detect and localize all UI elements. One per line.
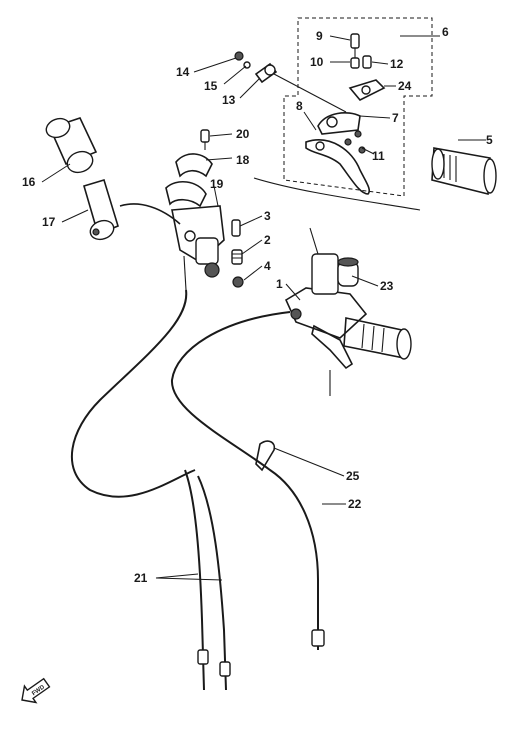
throttle-cap-23	[337, 257, 359, 287]
callout-14: 14	[176, 65, 190, 79]
cable-22-end	[311, 629, 325, 647]
throttle-lower-lever	[311, 324, 354, 370]
throttle-grip-1	[343, 317, 412, 360]
callout-4: 4	[264, 259, 271, 273]
handlebar-tube	[253, 177, 421, 211]
callout-7: 7	[392, 111, 399, 125]
callout-15: 15	[204, 79, 218, 93]
bolt-9	[350, 33, 360, 62]
bracket-24	[348, 79, 386, 101]
clutch-cable-upper	[71, 289, 196, 498]
cable-21-left	[184, 469, 205, 691]
callout-13: 13	[222, 93, 236, 107]
left-bar-stub	[119, 203, 181, 225]
right-grip	[431, 147, 497, 196]
left-switch-housing	[165, 153, 225, 291]
pin-10	[350, 57, 360, 69]
leader-lines	[41, 35, 486, 581]
callout-11: 11	[372, 149, 385, 163]
callout-1: 1	[276, 277, 283, 291]
callout-18: 18	[236, 153, 250, 167]
lever-holder-7	[317, 112, 361, 135]
callout-2: 2	[264, 233, 271, 247]
lever-group-outline	[283, 17, 433, 197]
callout-6: 6	[442, 25, 449, 39]
callout-25: 25	[346, 469, 360, 483]
callout-12: 12	[390, 57, 404, 71]
pivot-13-guide-line	[273, 73, 347, 113]
clutch-lever-8	[305, 139, 371, 195]
spring-12	[362, 55, 372, 69]
callout-23: 23	[380, 279, 394, 293]
callout-21: 21	[134, 571, 148, 585]
callout-24: 24	[398, 79, 412, 93]
nut-4	[232, 276, 244, 288]
callout-5: 5	[486, 133, 493, 147]
cable-21-end-left	[197, 649, 209, 665]
cable-22	[170, 311, 319, 650]
pivot-13	[254, 62, 278, 84]
cable-clip-25	[255, 440, 276, 472]
bolt-3	[231, 219, 241, 237]
throttle-housing	[284, 227, 368, 339]
left-grip	[45, 117, 98, 174]
callout-22: 22	[348, 497, 362, 511]
cable-21-right	[197, 475, 227, 691]
left-grip-sleeve	[83, 179, 119, 241]
callout-17: 17	[42, 215, 56, 229]
callout-16: 16	[22, 175, 36, 189]
spring-2	[231, 249, 243, 265]
callout-20: 20	[236, 127, 250, 141]
callout-3: 3	[264, 209, 271, 223]
bolt-20	[200, 129, 210, 150]
callout-8: 8	[296, 99, 303, 113]
callout-19: 19	[210, 177, 224, 191]
callout-10: 10	[310, 55, 324, 69]
callout-9: 9	[316, 29, 323, 43]
bolt-11	[344, 130, 366, 154]
forward-arrow-icon: FWD	[21, 677, 51, 704]
cable-21-end-right	[219, 661, 231, 677]
screw-14	[234, 51, 244, 61]
